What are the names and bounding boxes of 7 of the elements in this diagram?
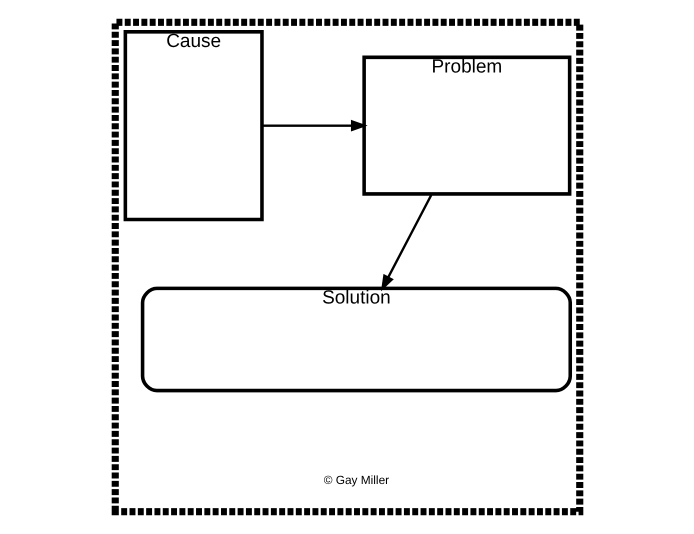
arrow xyxy=(380,194,432,292)
cluster xyxy=(111,18,583,516)
node-box: Cause xyxy=(123,30,264,222)
node-box: Problem xyxy=(362,56,571,196)
arrow xyxy=(261,120,368,132)
label: © Gay Miller xyxy=(323,472,389,487)
node-box: Solution xyxy=(140,286,572,392)
